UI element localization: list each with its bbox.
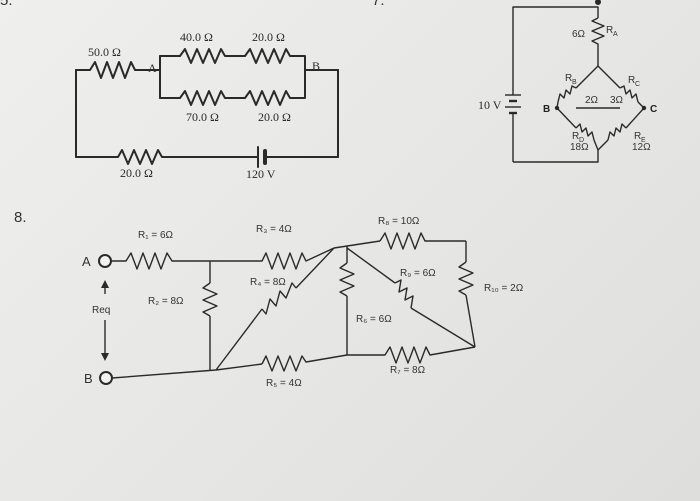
label-rd-sub: D: [579, 137, 584, 144]
label-rd-value: 18Ω: [570, 142, 589, 153]
label-rc-sub: C: [635, 81, 640, 88]
resistor-70: [159, 69, 306, 106]
label-r-20-top: 20.0 Ω: [252, 30, 285, 44]
node-b-dot-c2: [554, 105, 560, 111]
node-c-dot-c2: [641, 105, 647, 111]
req-arrowhead-up: [101, 280, 109, 288]
label-r3: R₃ = 4Ω: [256, 224, 292, 235]
label-ra-name: R: [606, 25, 613, 36]
label-r-40: 40.0 Ω: [180, 30, 213, 44]
wire-r4-top: [295, 247, 335, 289]
wire-r10-bottom: [465, 294, 476, 348]
resistor-ra: [591, 17, 605, 66]
wire-r9-bottom: [410, 307, 476, 348]
label-rc-value: 3Ω: [610, 95, 624, 106]
label-r10: R₁₀ = 2Ω: [484, 283, 524, 294]
resistor-re: [607, 123, 627, 141]
mid-problem-number: 7.: [372, 0, 385, 9]
terminal-a-label: A: [82, 254, 91, 269]
label-r-20-bottom: 20.0 Ω: [120, 166, 153, 180]
resistor-40: [159, 48, 306, 71]
label-r-20-mid: 20.0 Ω: [258, 110, 291, 124]
resistor-r3: [210, 247, 335, 270]
label-r6: R₆ = 6Ω: [356, 314, 392, 325]
label-r-70: 70.0 Ω: [186, 110, 219, 124]
label-120v: 120 V: [246, 167, 276, 181]
label-r8: R₈ = 10Ω: [378, 216, 420, 227]
wire-rd-lower: [593, 139, 599, 151]
wire-rb-upper: [575, 65, 599, 89]
circuit-1: 50.0 Ω A 40.0 Ω 20.0 Ω 70.0 Ω 20.0 Ω B 2…: [75, 30, 339, 181]
label-rb-sub: B: [572, 79, 577, 86]
label-r9: R₉ = 6Ω: [400, 268, 436, 279]
label-rb-name: R: [565, 73, 572, 84]
node-b-label-c2: B: [543, 104, 550, 115]
resistor-r8: [379, 232, 466, 250]
resistor-50-left: [75, 61, 141, 79]
terminal-b-label: B: [84, 371, 93, 386]
label-req: Req: [92, 305, 110, 316]
label-re-sub: E: [641, 137, 646, 144]
label-r7: R₇ = 8Ω: [390, 365, 426, 376]
label-rb-value: 2Ω: [585, 95, 599, 106]
resistor-r9: [394, 279, 414, 309]
resistor-rb: [557, 85, 577, 103]
resistor-20-bottom: [75, 149, 259, 165]
resistor-rc: [619, 85, 639, 103]
label-r2: R₂ = 8Ω: [148, 296, 184, 307]
label-ra-sub: A: [613, 31, 618, 38]
terminal-a[interactable]: [98, 254, 112, 268]
label-rc-name: R: [628, 75, 635, 86]
resistor-r1: [111, 252, 210, 270]
wire-re-upper: [625, 107, 645, 129]
problem-number-8: 8.: [14, 209, 27, 226]
resistor-rd: [575, 123, 595, 141]
wire-r9-top: [346, 247, 396, 284]
wire-bottom: [513, 150, 599, 163]
circuit-2: 6Ω R A 10 V B C R B 2Ω R C: [478, 0, 657, 163]
label-rd-name: R: [572, 131, 579, 142]
wire-rd-upper: [556, 107, 577, 129]
wire-r4-bottom: [215, 308, 263, 371]
wire-top: [512, 6, 599, 95]
label-10v: 10 V: [478, 98, 502, 112]
circuit-problem-8: 8. A R₁ = 6Ω R₂ = 8Ω R₃ = 4Ω R₄ = 8Ω R₈ …: [14, 209, 524, 389]
label-re-value: 12Ω: [632, 142, 651, 153]
resistor-r6: [339, 262, 355, 297]
wire-to-r8: [333, 240, 381, 249]
node-a-label-c1: A: [148, 61, 157, 75]
wire-bottom-left: [111, 363, 263, 379]
wire-re-lower: [597, 139, 609, 151]
prev-problem-number: 5.: [0, 0, 13, 9]
terminal-b[interactable]: [99, 371, 113, 385]
resistor-r5: [261, 354, 348, 372]
label-r5: R₅ = 4Ω: [266, 378, 302, 389]
resistor-r4: [261, 282, 297, 315]
resistor-r7: [347, 346, 476, 364]
label-r-50: 50.0 Ω: [88, 45, 121, 59]
label-r1: R₁ = 6Ω: [138, 230, 174, 241]
node-c-label-c2: C: [650, 104, 657, 115]
label-re-name: R: [634, 131, 641, 142]
wire-rc-upper: [597, 65, 621, 89]
resistor-r2: [202, 282, 218, 317]
req-arrowhead-down: [101, 353, 109, 361]
node-b-label-c1: B: [312, 59, 320, 73]
top-node-dot: [595, 0, 601, 5]
label-ra-value: 6Ω: [572, 29, 586, 40]
resistor-r10: [458, 261, 474, 296]
label-r4: R₄ = 8Ω: [250, 277, 286, 288]
